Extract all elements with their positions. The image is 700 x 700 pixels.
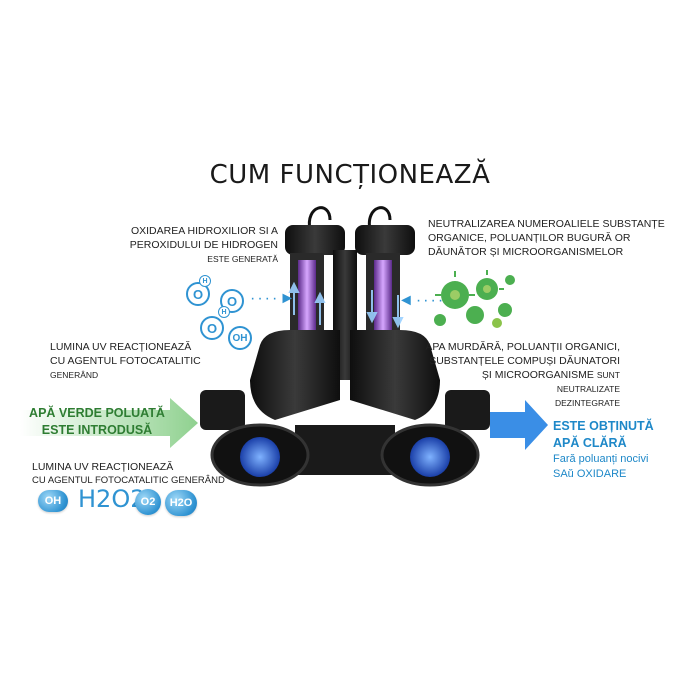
uv-lamp-right <box>374 260 392 338</box>
o2-molecule-icon: O2 <box>135 489 161 515</box>
page-title: CUM FUNCȚIONEAZĂ <box>209 160 491 190</box>
label-neutralization: NEUTRALIZAREA NUMEROALIELE SUBSTANȚE ORG… <box>428 218 665 258</box>
outlet-port <box>445 390 490 430</box>
inlet-port <box>200 390 245 430</box>
cable-right <box>367 206 392 231</box>
main-housing-left <box>250 330 340 420</box>
molecule-icon: OH <box>228 326 252 350</box>
main-housing-right <box>350 330 440 420</box>
h2o2-molecule-label: H2O2 <box>78 485 146 513</box>
bacteria-cluster-icon <box>434 270 515 328</box>
fan-right <box>410 437 450 477</box>
base-frame <box>295 425 395 475</box>
h2o-molecule-icon: H2O <box>165 490 197 516</box>
dots-connector-right: ◄···· <box>398 292 446 309</box>
uv-purifier-device <box>200 206 490 487</box>
cable-left <box>307 206 332 231</box>
molecule-icon: O <box>200 316 224 340</box>
label-inlet: APĂ VERDE POLUATĂ ESTE INTRODUSĂ <box>29 406 165 437</box>
molecule-icon: H <box>199 275 211 287</box>
top-cap-right <box>355 225 415 255</box>
clean-water-arrow <box>490 400 548 450</box>
fan-left <box>240 437 280 477</box>
label-dirty-water: APA MURDĂRĂ, POLUANȚII ORGANICI, SUBSTAN… <box>425 341 620 408</box>
uv-lamp-left <box>298 260 316 338</box>
molecule-icon: O <box>186 282 210 306</box>
label-oxidation: OXIDAREA HIDROXILIOR SI A PEROXIDULUI DE… <box>129 225 278 264</box>
dots-connector: ····► <box>250 290 298 307</box>
molecule-icon: H <box>218 306 230 318</box>
dirty-water-arrow <box>20 398 198 448</box>
label-uv-reaction-bottom: LUMINA UV REACȚIONEAZĂ CU AGENTUL FOTOCA… <box>32 461 225 486</box>
oh-molecule-icon: OH <box>38 490 68 512</box>
label-outlet: ESTE OBȚINUTĂ APĂ CLĂRĂ Fară poluanți no… <box>553 419 654 480</box>
top-cap-left <box>285 225 345 255</box>
label-uv-reaction-top: LUMINA UV REACȚIONEAZĂ CU AGENTUL FOTOCA… <box>50 341 201 380</box>
